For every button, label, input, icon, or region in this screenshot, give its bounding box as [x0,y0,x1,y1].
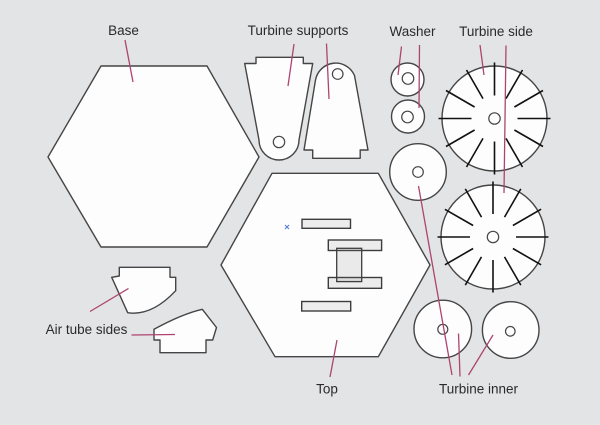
top-slot [301,218,352,230]
top-center-block [336,247,363,283]
turbine-support-right-part [303,62,369,159]
turbine-side-part-1 [438,62,551,175]
leader-line-top [329,339,338,378]
leader-line-turbine-inner [467,334,494,376]
axle-hole [504,325,516,337]
turbine-spoke [465,69,484,99]
label-top: Top [316,382,338,397]
leader-lines [89,39,507,378]
turbine-spoke [514,129,544,148]
label-turbine-side: Turbine side [459,24,533,39]
support-hole [272,135,286,149]
axle-hole [488,112,501,125]
turbine-spoke [445,89,475,108]
turbine-inner-part-2 [413,299,473,359]
leader-line-turbine-supports [325,43,330,100]
turbine-side-spokes [437,181,549,293]
turbine-spoke [445,129,475,148]
support-hole [331,68,344,80]
turbine-spoke [464,256,483,286]
label-turbine-supports: Turbine supports [248,23,349,38]
turbine-spoke [512,247,542,266]
axle-hole [486,230,500,244]
turbine-support-left-part [244,56,314,161]
turbine-spoke [505,138,524,168]
turbine-spoke [512,208,542,227]
leader-line-washer [397,46,403,76]
label-base: Base [108,23,139,38]
washer-part-2 [390,99,426,134]
leader-line-base [124,39,134,83]
label-air-tube-sides: Air tube sides [46,322,128,337]
air-tube-side-part-1 [111,266,177,314]
air-tube-side-part-2 [153,308,218,354]
axle-hole [412,166,424,178]
label-washer: Washer [389,24,436,39]
turbine-spoke [444,208,474,227]
washer-hole [401,110,414,124]
top-part [220,172,431,358]
leader-line-air-tube-sides [89,287,129,313]
snap-marker-icon [284,224,290,230]
turbine-side-spokes [438,62,551,175]
turbine-spoke [505,69,524,99]
turbine-spoke [444,247,474,266]
turbine-spoke [464,188,483,218]
turbine-spoke [503,188,522,218]
turbine-spoke [503,256,522,286]
turbine-inner-part-3 [481,301,540,360]
leader-line-turbine-supports [287,43,295,87]
turbine-side-part-2 [437,181,549,293]
leader-line-air-tube-sides [131,333,176,336]
washer-hole [401,72,415,85]
turbine-spoke [514,89,544,108]
leader-line-washer [418,44,421,109]
turbine-spoke [465,138,484,168]
top-slot [327,276,383,290]
turbine-inner-part-1 [389,142,448,201]
leader-line-turbine-inner [417,185,453,376]
base-part [47,65,260,248]
label-turbine-inner: Turbine inner [439,382,519,397]
top-slot [327,239,383,252]
leader-line-turbine-side [479,44,485,76]
washer-part-1 [390,62,425,97]
leader-line-turbine-inner [457,333,461,377]
leader-line-turbine-side [503,45,507,194]
top-slot [301,300,352,312]
